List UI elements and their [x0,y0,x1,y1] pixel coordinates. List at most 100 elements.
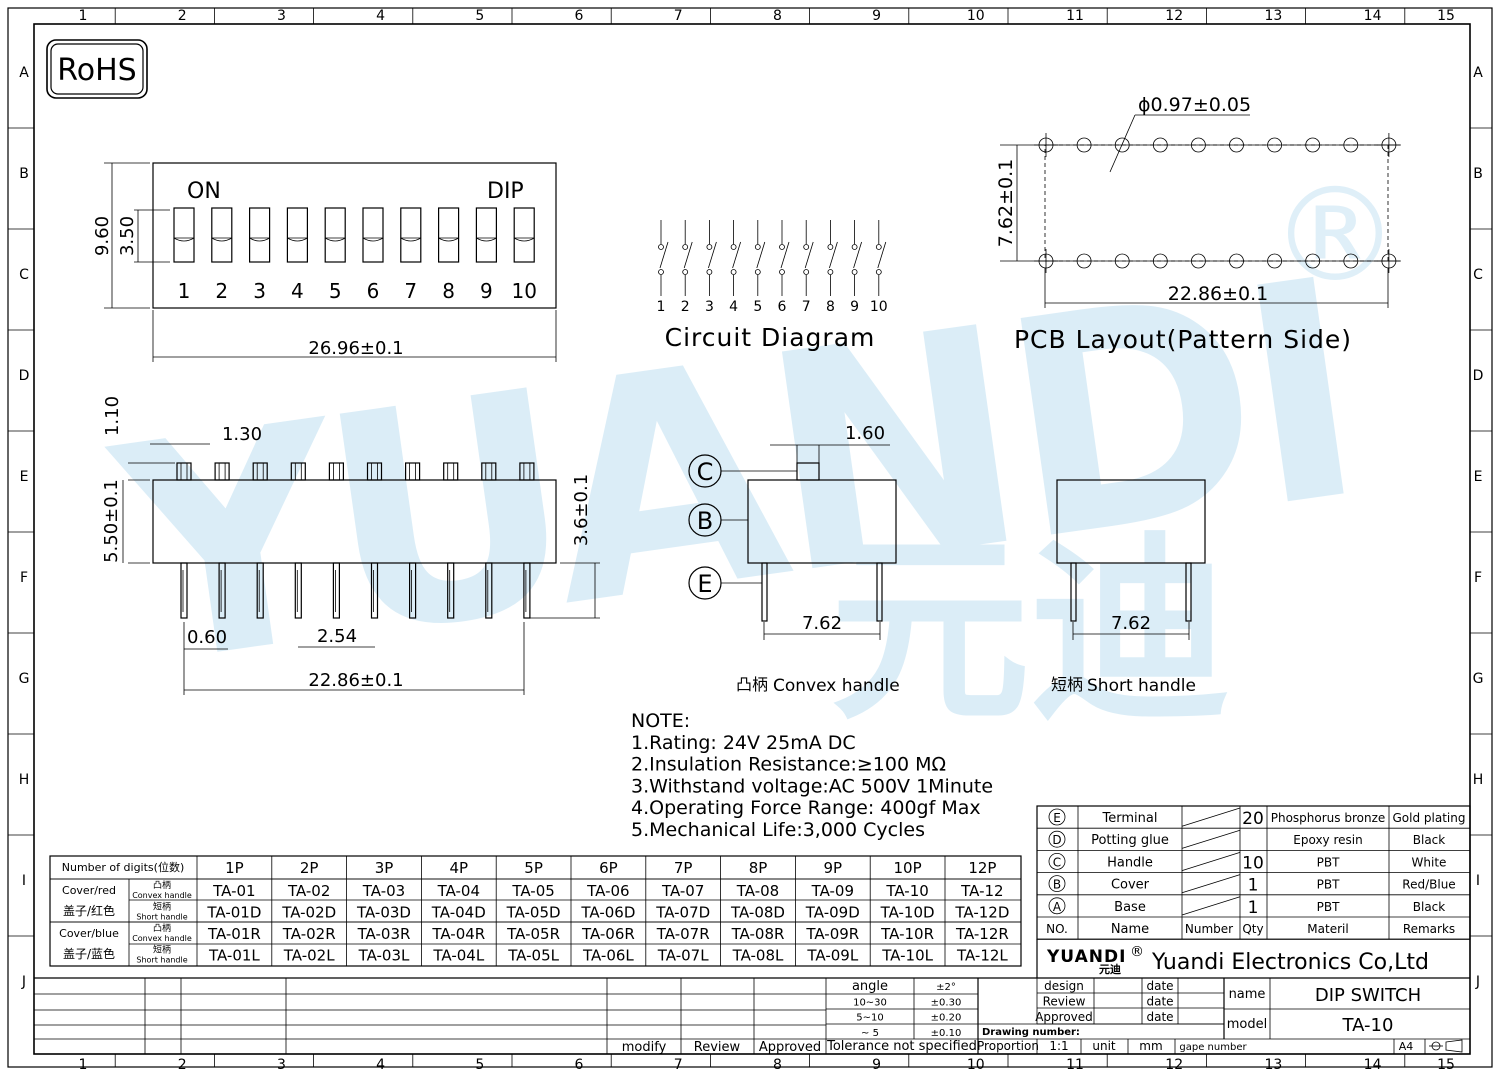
actuator [366,462,383,481]
tol-range: 5~10 [856,1013,883,1024]
circuit-number: 7 [802,299,811,315]
grid-col-bottom: 8 [773,1057,782,1073]
callout-letter: B [697,507,713,535]
part-number: TA-01D [206,904,261,922]
dim-front-actuator-w: 1.30 [222,424,262,445]
circuit-title: Circuit Diagram [665,323,876,352]
sign-label: design [1044,979,1084,993]
circuit-blade [804,241,814,269]
circuit-blade [756,241,766,269]
switch-number: 9 [480,279,493,303]
circuit-number: 3 [705,299,714,315]
model-value: TA-10 [1342,1015,1394,1036]
front-pins [176,462,535,619]
table-header-cell: 7P [674,859,693,877]
grid-col-bottom: 4 [376,1057,385,1073]
circuit-contact [851,244,858,250]
actuator [328,462,344,481]
rev-label-modify: modify [622,1040,667,1055]
note-line: 4.Operating Force Range: 400gf Max [631,797,981,819]
pin [409,562,417,619]
part-number: TA-12L [956,947,1008,965]
circuit-contact [851,269,858,275]
grid-col-bottom: 2 [178,1057,187,1073]
rohs-text: RoHS [57,53,136,88]
table-header-cell: 3P [375,859,394,877]
bom-no-circle [1048,808,1066,826]
switch-number: 7 [404,279,417,303]
circuit-contact [658,244,664,250]
switch-slot [400,207,422,263]
handle-en: Short handle [136,913,187,922]
part-number: TA-01 [212,882,255,900]
part-number: TA-10 [885,882,928,900]
tol-range: 10~30 [853,997,887,1008]
bom-remark: Gold plating [1393,811,1466,825]
switch-slot [286,207,308,263]
bom-material: Epoxy resin [1293,833,1362,847]
handle-cn: 凸柄 [153,879,171,891]
callout-letter: C [697,458,714,486]
group-label-cn: 盖子/红色 [63,903,115,918]
grid-col-top: 10 [967,8,985,24]
dim-front-pin-w: 0.60 [187,627,227,648]
part-number: TA-08R [731,925,785,943]
rohs-badge: RoHS [46,39,148,99]
logo-reg: ® [1130,944,1144,960]
table-header-digits: Number of digits(位数) [62,860,185,874]
part-number: TA-02R [282,925,336,943]
proportion-label: Proportion [977,1039,1039,1053]
pin [332,562,340,619]
tol-value: ±0.10 [931,1028,962,1039]
part-number: TA-10D [880,904,935,922]
switch-slot [438,207,460,263]
bom-name: Handle [1107,855,1153,870]
switch-knob-curve [211,237,233,242]
part-number: TA-04D [431,904,486,922]
bom-no: D [1052,833,1061,847]
part-number: TA-05 [511,882,554,900]
bom-qty: 1 [1248,876,1259,896]
bom-slash [1181,874,1241,894]
callout-letter: E [697,570,712,598]
circuit-contact [730,269,737,275]
note-line: NOTE: [631,710,690,732]
bom-header-remark: Remarks [1403,922,1455,936]
table-header-cell: 9P [824,859,843,877]
rev-label-approved: Approved [759,1040,821,1055]
table-header-cell: 8P [749,859,768,877]
switch-slot [249,207,271,263]
bom-slash [1181,807,1241,827]
bom-material: PBT [1317,855,1340,869]
dim-top-slot: 3.50 [117,216,138,256]
part-number: TA-03D [356,904,411,922]
switch-number: 5 [329,279,342,303]
grid-col-bottom: 15 [1437,1057,1455,1073]
switch-slot [513,207,535,263]
dim-front-actuator-h: 1.10 [102,396,123,436]
circuit-number: 1 [657,299,666,315]
dim-convex-actuator: 1.60 [845,423,885,444]
circuit-blade [708,241,717,269]
part-number: TA-09R [805,925,859,943]
grid-col-top: 12 [1165,8,1183,24]
actuator [214,462,230,481]
dim-top-width: 26.96±0.1 [308,338,403,359]
part-number: TA-01L [208,947,260,965]
circuit-number: 9 [850,299,859,315]
grid-col-bottom: 9 [872,1057,881,1073]
grid-col-top: 1 [79,8,88,24]
grid-col-top: 6 [575,8,584,24]
part-number: TA-09L [806,947,858,965]
circuit-number: 8 [826,299,835,315]
switch-slot [362,207,384,263]
table-frame [49,855,1022,967]
side-view-short: 7.62 短柄 Short handle [1051,479,1206,696]
circuit-blade [829,241,838,269]
actuator [443,462,459,481]
sign-date: date [1146,995,1173,1009]
notes: NOTE:1.Rating: 24V 25mA DC2.Insulation R… [631,710,993,841]
bom-no-circle [1048,897,1066,915]
tol-caption: Tolerance not specified [826,1039,977,1054]
